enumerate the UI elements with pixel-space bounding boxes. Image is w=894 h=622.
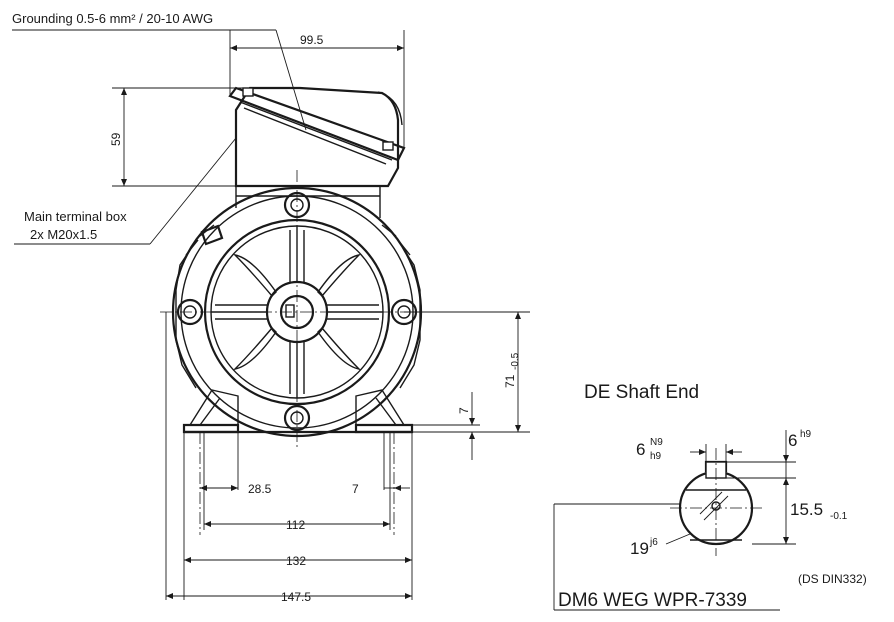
keyway-depth: 15.5 — [790, 500, 823, 519]
shaft-diameter-tol: j6 — [649, 537, 658, 548]
dimension-lines — [12, 29, 530, 600]
key-width: 6 — [636, 440, 645, 459]
key-width-tol-bottom: h9 — [650, 451, 662, 462]
dim-7-horizontal: 7 — [352, 482, 359, 496]
dim-99-5: 99.5 — [300, 33, 324, 47]
key-height-tol: h9 — [800, 429, 812, 440]
dim-132: 132 — [286, 554, 306, 568]
main-terminal-box-label: Main terminal box — [24, 209, 127, 224]
keyway-depth-tol: -0.1 — [830, 511, 848, 522]
shaft-end-detail — [553, 430, 796, 611]
dim-147-5: 147.5 — [281, 590, 311, 604]
de-shaft-end-title: DE Shaft End — [584, 382, 699, 403]
key-width-tol-top: N9 — [650, 437, 663, 448]
centerlines — [160, 170, 450, 535]
dim-112: 112 — [286, 518, 305, 532]
key-height: 6 — [788, 431, 797, 450]
ds-din-label: (DS DIN332) — [798, 572, 867, 586]
shaft-diameter: 19 — [630, 539, 649, 558]
dim-71: 71 — [503, 374, 517, 388]
grounding-label: Grounding 0.5-6 mm² / 20-10 AWG — [12, 11, 213, 26]
main-terminal-box-thread-label: 2x M20x1.5 — [30, 227, 97, 242]
dim-59: 59 — [109, 132, 123, 146]
dim-71-tolerance: -0.5 — [510, 352, 521, 370]
dim-28-5: 28.5 — [248, 482, 272, 496]
dim-7-vertical: 7 — [457, 407, 471, 414]
model-label: DM6 WEG WPR-7339 — [558, 590, 747, 611]
